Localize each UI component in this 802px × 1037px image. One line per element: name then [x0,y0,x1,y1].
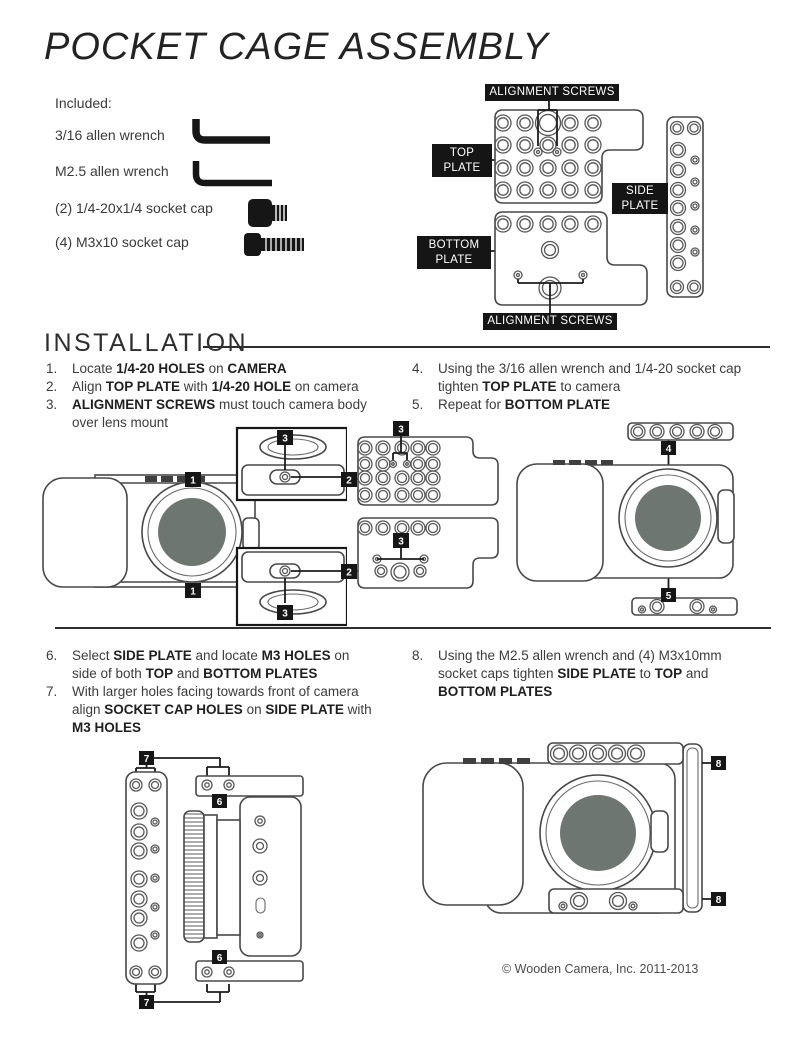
alignment-screws-label-bottom: ALIGNMENT SCREWS [483,313,617,330]
lens-focus-ring [183,810,205,943]
step-2: 2.Align TOP PLATE with 1/4-20 HOLE on ca… [46,379,359,394]
step-6: 6.Select SIDE PLATE and locate M3 HOLES … [46,648,350,681]
assembled-cage-diagram: 8 8 [422,742,726,914]
usb-port [255,897,266,914]
allen-wrench-icon [192,161,272,187]
callout-3: 3 [277,605,293,620]
camera-buttons [553,460,613,465]
side-plate-alignment-diagram: 7 6 6 7 [125,751,304,1009]
callout-8: 8 [711,892,726,906]
callout-5: 5 [661,588,676,602]
callout-6: 6 [212,794,227,808]
svg-text:2: 2 [346,476,352,487]
step-5: 5.Repeat for BOTTOM PLATE [412,397,611,412]
svg-text:7: 7 [144,754,150,765]
svg-text:3: 3 [282,609,288,620]
callout-4: 4 [661,441,676,455]
alignment-screws-bracket [392,436,408,460]
svg-text:3: 3 [282,434,288,445]
included-item-label: 3/16 allen wrench [55,127,165,143]
camera-port-door [717,489,735,544]
section-divider [55,627,771,629]
step-4: 4.Using the 3/16 allen wrench and 1/4-20… [412,361,742,394]
bottom-plate-drawing [494,211,648,306]
callout-8: 8 [711,756,726,770]
camera-grip [42,477,128,588]
bottom-plate-edge [195,960,304,982]
callout-7: 7 [139,995,154,1009]
callout-7-leaders-bottom [135,980,230,1003]
svg-text:1: 1 [190,476,196,487]
page-title: POCKET CAGE ASSEMBLY [44,26,550,68]
parts-diagram-svg [490,101,704,313]
alignment-screws-label-top: ALIGNMENT SCREWS [485,84,619,101]
top-plate-strip [547,742,684,765]
step-7: 7.With larger holes facing towards front… [46,684,372,735]
heading-rule [203,346,770,348]
camera-buttons [463,758,530,764]
alignment-screws-bracket-bottom [517,279,584,313]
svg-text:5: 5 [666,591,672,602]
alignment-screws-bracket-top [537,101,558,146]
lens-mount-barrel [216,819,241,936]
alignment-screws-bracket [377,548,424,560]
svg-text:2: 2 [346,568,352,579]
callout-1: 1 [185,583,201,598]
lens-mount-opening [158,498,226,566]
included-item-label: (2) 1/4-20x1/4 socket cap [55,200,213,216]
svg-text:1: 1 [190,587,196,598]
long-socket-cap-screw-icon [244,233,304,256]
lens-barrel [203,814,218,939]
step-8: 8.Using the M2.5 allen wrench and (4) M3… [412,648,722,699]
svg-text:4: 4 [666,444,672,455]
camera-body-side [239,796,302,957]
callout-3: 3 [393,533,409,548]
step-3: 3.ALIGNMENT SCREWS must touch camera bod… [46,397,367,430]
copyright-notice: © Wooden Camera, Inc. 2011-2013 [502,962,699,976]
svg-text:8: 8 [716,895,722,906]
callout-6: 6 [212,950,227,964]
top-plate-edge [195,775,304,797]
callout-2: 2 [341,472,357,487]
camera-grip [422,762,524,906]
camera-grip [516,463,604,582]
included-heading: Included: [55,95,112,111]
callout-2: 2 [341,564,357,579]
svg-text:6: 6 [217,953,223,964]
short-socket-cap-screw-icon [248,199,287,227]
step-1: 1.Locate 1/4-20 HOLES on CAMERA [46,361,287,376]
plates-callout-diagram: 3 2 3 2 [341,421,499,589]
included-item-label: M2.5 allen wrench [55,163,169,179]
lens-mount-opening [560,795,636,871]
camera-port-door [242,517,260,551]
callout-7: 7 [139,751,154,765]
installation-heading: INSTALLATION [44,329,249,357]
side-plate-edge [682,743,703,913]
callout-3: 3 [393,421,409,436]
svg-text:8: 8 [716,759,722,770]
camera-front-plates-diagram: 1 1 3 3 [42,426,347,627]
svg-text:3: 3 [398,425,404,436]
allen-wrench-icon [192,119,270,144]
callout-1: 1 [185,472,201,487]
included-item-label: (4) M3x10 socket cap [55,234,189,250]
bottom-plate-strip [548,888,684,914]
lens-mount-opening [635,485,701,551]
bottom-plate-strip [631,597,738,616]
camera-ports [252,815,268,939]
svg-text:6: 6 [217,797,223,808]
svg-text:3: 3 [398,537,404,548]
callout-3: 3 [277,430,293,445]
top-plate-drawing [494,109,644,204]
svg-text:7: 7 [144,998,150,1009]
camera-plates-mounted-diagram: 4 5 [516,422,738,616]
camera-port-door [650,810,669,853]
